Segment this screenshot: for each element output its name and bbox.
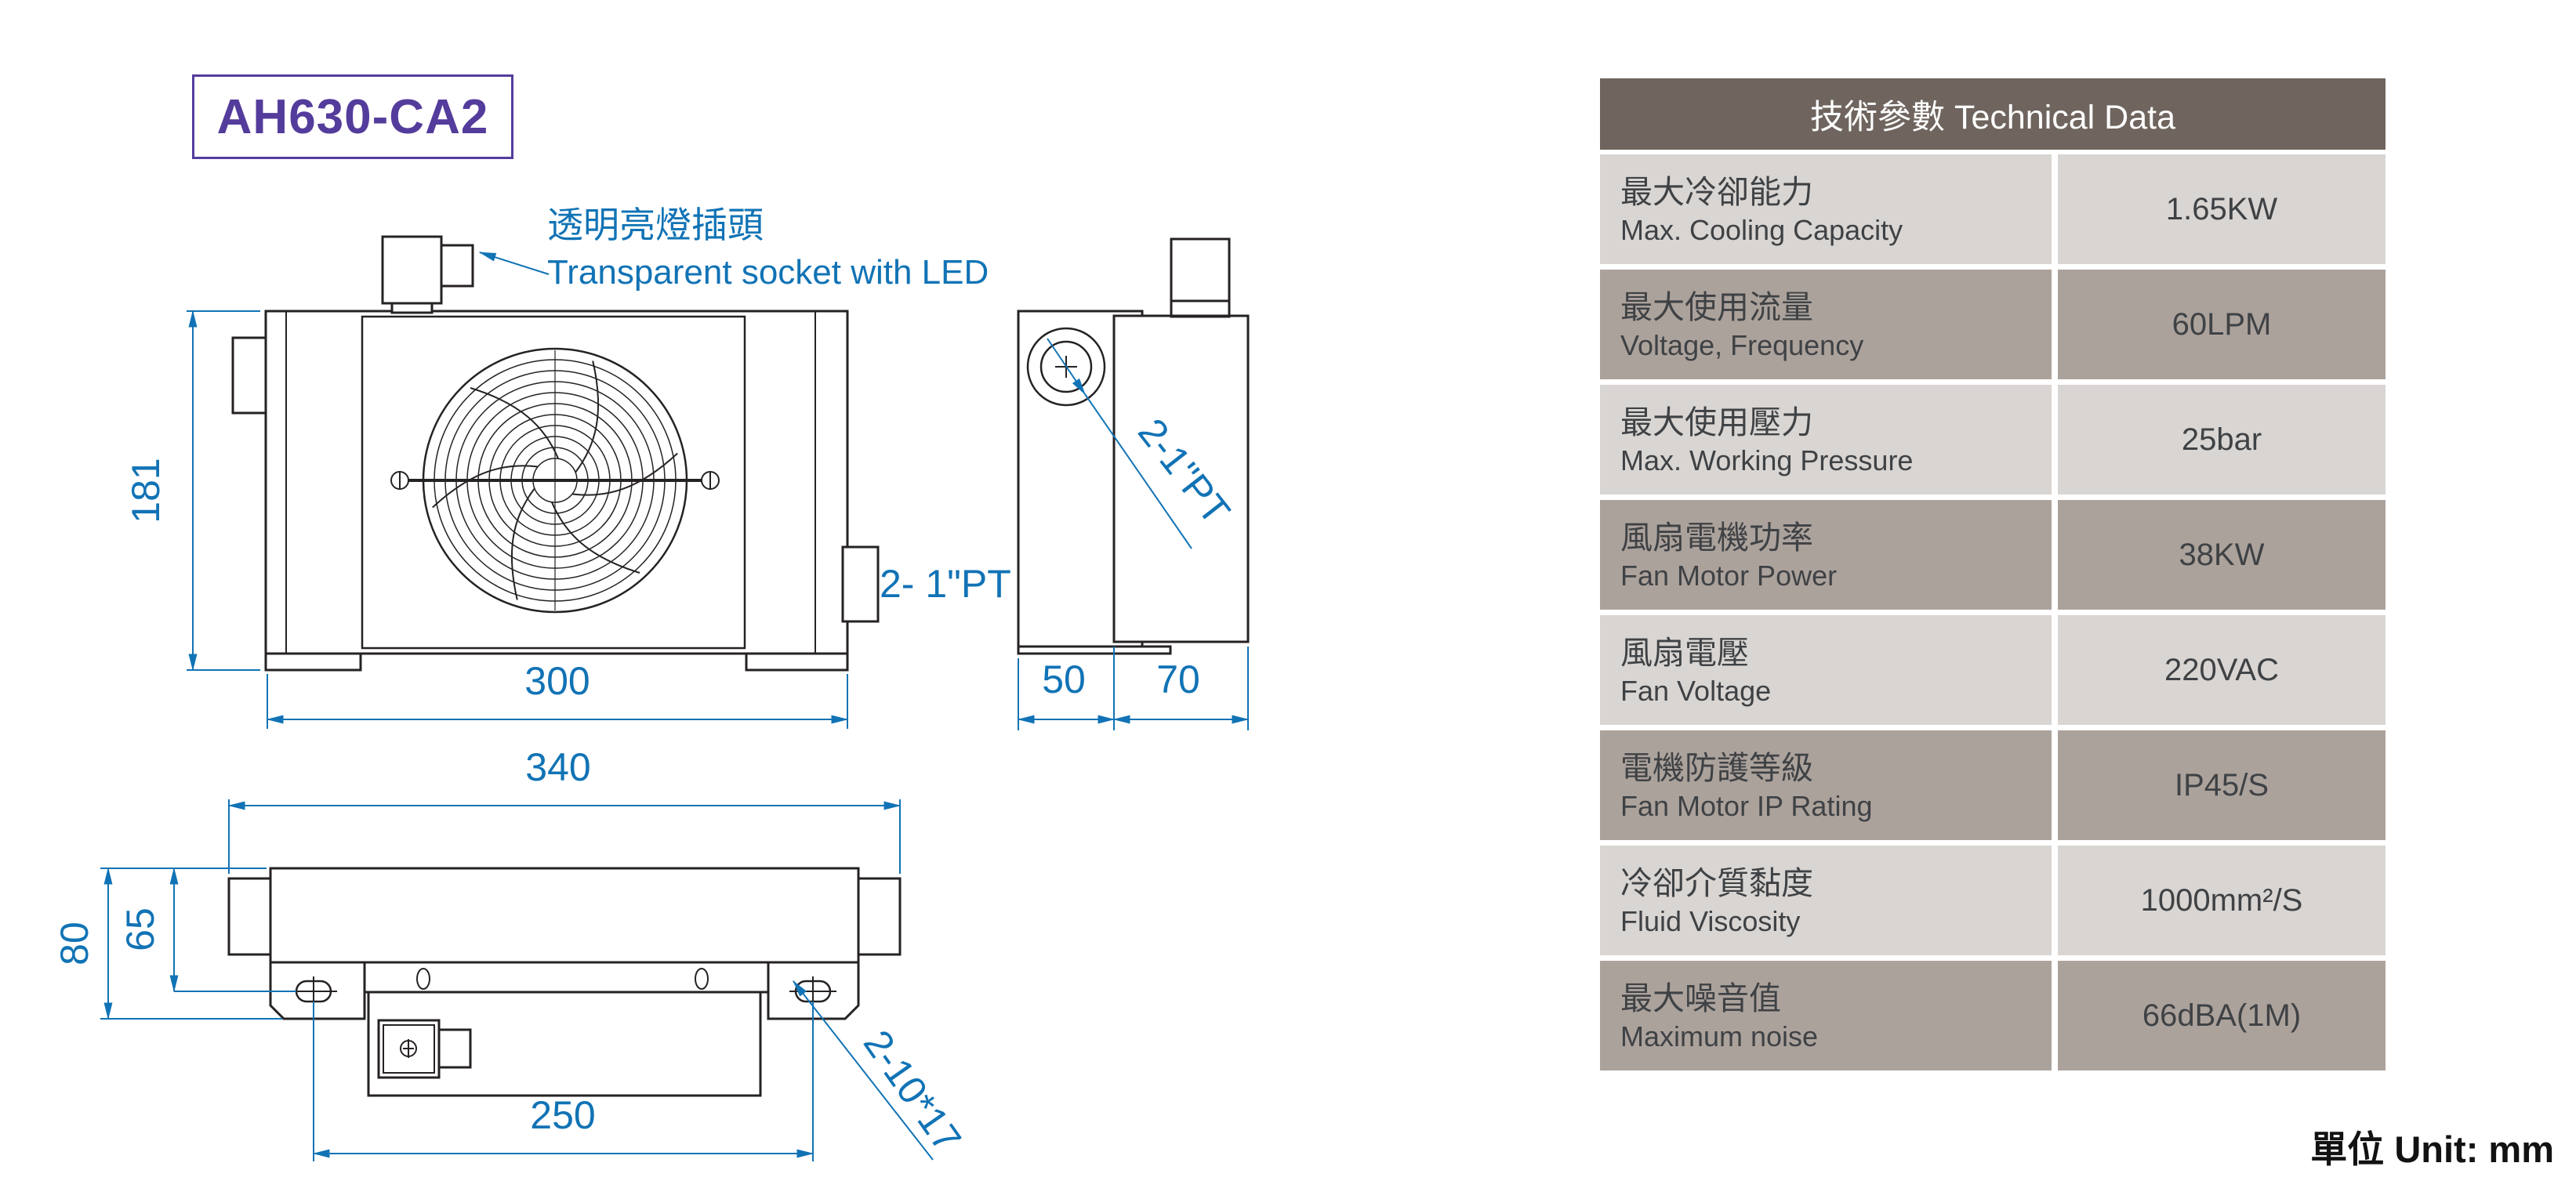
bottom-slot-label: 2-10*17 [855,1022,970,1160]
row-label: 風扇電機功率 Fan Motor Power [1600,500,2052,610]
fan-blades [432,360,678,600]
row-value: 1000mm²/S [2058,846,2386,955]
row-value: 1.65KW [2058,154,2386,264]
row-label-en: Max. Working Pressure [1620,444,1914,477]
row-label-zh: 最大冷卻能力 [1620,173,1813,210]
front-dimensions [187,252,849,729]
side-view [1017,237,1250,655]
front-port-label: 2- 1"PT [880,562,1011,606]
bottom-right-foot [767,962,860,1020]
unit-note: 單位 Unit: mm [2310,1128,2554,1170]
table-row: 最大使用壓力 Max. Working Pressure 25bar [1600,385,2386,494]
row-label: 電機防護等級 Fan Motor IP Rating [1600,730,2052,840]
technical-data-table: 技術參數 Technical Data 最大冷卻能力 Max. Cooling … [1600,78,2386,1076]
row-label: 最大使用流量 Voltage, Frequency [1600,270,2052,379]
bottom-mount-span-dim: 250 [530,1093,595,1137]
table-row: 冷卻介質黏度 Fluid Viscosity 1000mm²/S [1600,846,2386,955]
side-connector [1170,237,1231,318]
bottom-slot-center-dim: 65 [118,907,162,951]
table-row: 最大使用流量 Voltage, Frequency 60LPM [1600,270,2386,379]
annotation-en: Transparent socket with LED [547,253,989,292]
table-row: 最大噪音值 Maximum noise 66dBA(1M) [1600,961,2386,1070]
row-label-en: Fan Motor IP Rating [1620,790,1873,823]
front-oil-port [841,545,880,623]
bottom-connector [377,1019,472,1079]
row-label-zh: 風扇電壓 [1620,634,1749,671]
row-label-zh: 冷卻介質黏度 [1620,864,1813,901]
annotation-zh: 透明亮燈插頭 [547,205,764,245]
left-bracket [231,336,267,415]
side-base-plate [1017,645,1172,655]
bottom-body [269,867,860,964]
row-label-en: Voltage, Frequency [1620,329,1864,362]
bottom-right-tab [857,877,902,956]
side-core-depth-dim: 70 [1156,657,1200,701]
row-label: 最大冷卻能力 Max. Cooling Capacity [1600,154,2052,264]
front-height-dim: 181 [124,458,168,523]
front-view [231,235,880,672]
table-row: 最大冷卻能力 Max. Cooling Capacity 1.65KW [1600,154,2386,264]
side-core [1112,314,1250,643]
row-value: 66dBA(1M) [2058,961,2386,1070]
row-label-en: Fan Motor Power [1620,560,1838,592]
row-value: 220VAC [2058,615,2386,725]
row-label-en: Maximum noise [1620,1020,1819,1053]
row-value: IP45/S [2058,730,2386,840]
row-label-en: Fluid Viscosity [1620,905,1801,938]
row-label-en: Max. Cooling Capacity [1620,214,1903,247]
bottom-width-dim: 340 [525,745,590,789]
fan-grill [390,347,720,614]
fan-plate-outline [361,315,746,650]
row-label: 最大噪音值 Maximum noise [1600,961,2052,1070]
row-value: 25bar [2058,385,2386,494]
front-right-foot [745,652,849,672]
row-value: 38KW [2058,500,2386,610]
technical-drawing: 181 300 2- 1"PT 透明亮燈插頭 Transparent socke… [53,205,1250,1161]
row-label-zh: 最大噪音值 [1620,980,1781,1016]
guard-screw-left [390,471,409,490]
front-left-foot [264,652,362,672]
side-dimensions [1017,338,1250,730]
table-row: 電機防護等級 Fan Motor IP Rating IP45/S [1600,730,2386,840]
row-label: 風扇電壓 Fan Voltage [1600,615,2052,725]
row-label-zh: 最大使用壓力 [1620,404,1813,440]
row-value: 60LPM [2058,270,2386,379]
guard-screw-right [701,471,720,490]
bottom-dimensions [100,799,934,1161]
row-label-zh: 風扇電機功率 [1620,519,1813,556]
row-label-zh: 電機防護等級 [1620,749,1813,786]
bottom-left-tab [227,877,272,956]
table-row: 風扇電壓 Fan Voltage 220VAC [1600,615,2386,725]
front-width-dim: 300 [524,659,590,703]
side-fan-depth-dim: 50 [1042,657,1086,701]
led-socket [381,235,474,314]
table-row: 風扇電機功率 Fan Motor Power 38KW [1600,500,2386,610]
bottom-view [227,867,902,1097]
model-title-box: AH630-CA2 [192,74,513,159]
bottom-depth-dim: 80 [53,922,96,965]
model-title: AH630-CA2 [216,89,489,144]
row-label: 最大使用壓力 Max. Working Pressure [1600,385,2052,494]
table-header: 技術參數 Technical Data [1600,78,2386,150]
front-body-outline [264,310,849,655]
row-label: 冷卻介質黏度 Fluid Viscosity [1600,846,2052,955]
bottom-plate [367,991,762,1097]
row-label-zh: 最大使用流量 [1620,288,1813,325]
row-label-en: Fan Voltage [1620,675,1772,708]
